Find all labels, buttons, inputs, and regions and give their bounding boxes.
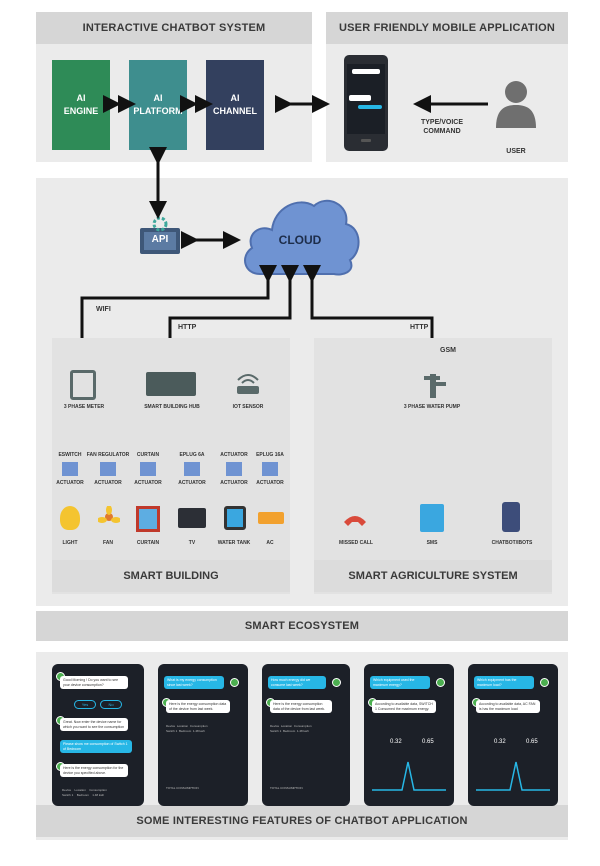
chat-message-user: Which equipment has the maximum load?: [474, 676, 534, 689]
mobile-phone-illustration: [344, 55, 388, 151]
controller-label: ESWITCH: [58, 452, 82, 458]
actuator-label: ACTUATOR: [56, 480, 84, 486]
gauge-value: 0.65: [526, 739, 538, 745]
chat-message: According to available data, AC FAN is h…: [476, 700, 540, 713]
controller-icon-2: [100, 462, 116, 476]
cloud-icon: [238, 190, 362, 278]
device-label: LIGHT: [62, 540, 78, 546]
usage-line-chart: [476, 761, 550, 791]
features-header: SOME INTERESTING FEATURES OF CHATBOT APP…: [36, 805, 568, 837]
controller-icon-4: [184, 462, 200, 476]
chat-message: Great. Now enter the device name for whi…: [60, 718, 128, 731]
controller-icon-5: [226, 462, 242, 476]
missed-call-icon: [342, 508, 368, 530]
device-label: WATER TANK: [217, 540, 251, 546]
chat-message-user: How much energy did we consume last week…: [268, 676, 326, 689]
iot-sensor-label: IOT SENSOR: [232, 404, 264, 410]
sms-icon: [420, 504, 444, 532]
cloud-label: CLOUD: [278, 233, 322, 247]
chat-message-user: What is my energy consumption since last…: [164, 676, 224, 689]
smart-building-title: SMART BUILDING: [52, 560, 290, 592]
water-pump-icon: [418, 372, 448, 400]
chat-message: Here is the energy consumption data of t…: [166, 700, 230, 713]
chat-phone-4: Which equipment used the maximum energy?…: [364, 664, 454, 806]
controller-icon-3: [140, 462, 156, 476]
chat-message: Here is the energy consumption for the d…: [60, 764, 128, 777]
actuator-label: ACTUATOR: [178, 480, 206, 486]
device-label: TV: [188, 540, 196, 546]
consumption-table: Device Location Consumption Switch 1 Bed…: [270, 724, 312, 733]
actuator-label: ACTUATOR: [94, 480, 122, 486]
agri-output-label: CHATBOT/IBOTS: [491, 540, 533, 546]
consumption-table: Device Location Consumption Switch 1 Bed…: [166, 724, 208, 733]
ai-channel-block: AI CHANNEL: [206, 60, 264, 150]
controller-icon-6: [262, 462, 278, 476]
controller-label: ACTUATOR: [220, 452, 248, 458]
controller-label: CURTAIN: [136, 452, 160, 458]
gauge-value: 0.65: [422, 739, 434, 745]
chat-message: According to available data, SWITCH 1 Co…: [372, 700, 436, 713]
ai-platform-block: AI PLATFORM: [129, 60, 187, 150]
curtain-icon: [136, 506, 160, 532]
chat-phone-5: Which equipment has the maximum load? Ac…: [468, 664, 558, 806]
controller-icon-1: [62, 462, 78, 476]
wifi-label: WIFI: [96, 306, 111, 313]
controller-label: FAN REGULATOR: [86, 452, 130, 458]
chatbot-phone-icon: [502, 502, 520, 532]
api-label: API: [151, 234, 169, 245]
iot-sensor-icon: [234, 372, 262, 396]
user-label: USER: [506, 148, 526, 155]
controller-label: EPLUG 6A: [179, 452, 205, 458]
device-label: CURTAIN: [136, 540, 160, 546]
chat-message-user: Which equipment used the maximum energy?: [370, 676, 430, 689]
chat-message: Here is the energy consumption data of t…: [270, 700, 332, 713]
meter-label: 3 PHASE METER: [63, 404, 105, 410]
meter-icon: [70, 370, 96, 400]
device-label: FAN: [103, 540, 113, 546]
controller-label: EPLUG 16A: [256, 452, 284, 458]
hub-icon: [146, 372, 196, 396]
total-consumption: TOTAL CONSUMPTION: [166, 786, 199, 790]
hub-label: SMART BUILDING HUB: [144, 404, 200, 410]
actuator-label: ACTUATOR: [134, 480, 162, 486]
water-pump-label: 3 PHASE WATER PUMP: [403, 404, 461, 410]
actuator-label: ACTUATOR: [220, 480, 248, 486]
http-right-label: HTTP: [410, 324, 429, 331]
chat-message: Good Morning ! Do you want to see your d…: [60, 676, 128, 689]
chat-phone-2: What is my energy consumption since last…: [158, 664, 248, 806]
light-icon: [60, 506, 80, 530]
type-voice-command-label: TYPE/VOICE COMMAND: [420, 119, 464, 135]
agri-output-label: SMS: [426, 540, 438, 546]
yes-button[interactable]: Yes: [74, 700, 96, 709]
mobile-app-header: USER FRIENDLY MOBILE APPLICATION: [326, 12, 568, 44]
smart-ecosystem-header: SMART ECOSYSTEM: [36, 611, 568, 641]
agri-output-label: MISSED CALL: [339, 540, 373, 546]
chat-message-user: Please show me consumption of Switch 1 o…: [60, 740, 132, 753]
no-button[interactable]: No: [100, 700, 122, 709]
user-icon: [494, 78, 538, 128]
http-left-label: HTTP: [178, 324, 197, 331]
total-consumption: TOTAL CONSUMPTION: [270, 786, 303, 790]
consumption-table: Device Location Consumption Switch 1 Bed…: [62, 788, 107, 797]
chat-phone-1: Good Morning ! Do you want to see your d…: [52, 664, 144, 806]
gsm-label: GSM: [440, 347, 456, 354]
ac-icon: [258, 512, 284, 524]
water-tank-icon: [224, 506, 246, 530]
smart-agri-title: SMART AGRICULTURE SYSTEM: [314, 560, 552, 592]
gauge-value: 0.32: [494, 739, 506, 745]
chatbot-system-header: INTERACTIVE CHATBOT SYSTEM: [36, 12, 312, 44]
usage-line-chart: [372, 761, 446, 791]
actuator-label: ACTUATOR: [256, 480, 284, 486]
tv-icon: [178, 508, 206, 528]
chat-phone-3: How much energy did we consume last week…: [262, 664, 350, 806]
ai-engine-block: AI ENGINE: [52, 60, 110, 150]
device-label: AC: [266, 540, 274, 546]
gauge-value: 0.32: [390, 739, 402, 745]
fan-icon: [97, 505, 121, 530]
